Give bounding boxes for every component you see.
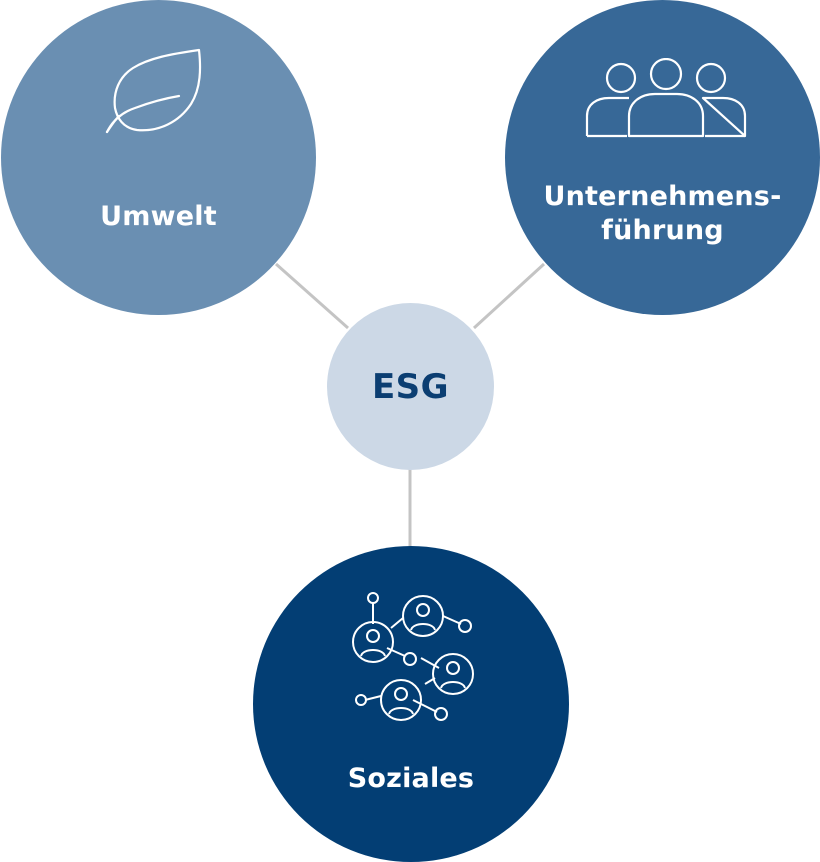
center-esg-label: ESG <box>371 366 450 407</box>
pillar-social-label: Soziales <box>347 763 475 794</box>
pillar-governance: Unternehmens- führung <box>505 0 820 315</box>
social-network-icon <box>352 592 474 721</box>
pillar-umwelt: Umwelt <box>1 0 316 315</box>
pillar-umwelt-label: Umwelt <box>100 201 217 232</box>
center-esg: ESG <box>327 303 494 470</box>
pillar-governance-label-line2: führung <box>601 215 724 246</box>
connector-governance <box>472 262 546 330</box>
leaf-icon <box>105 48 202 134</box>
pillar-social: Soziales <box>253 546 569 862</box>
pillar-governance-label: Unternehmens- führung <box>505 180 820 248</box>
group-people-icon <box>585 58 747 138</box>
connector-umwelt <box>275 262 349 330</box>
pillar-governance-label-line1: Unternehmens- <box>543 181 782 212</box>
